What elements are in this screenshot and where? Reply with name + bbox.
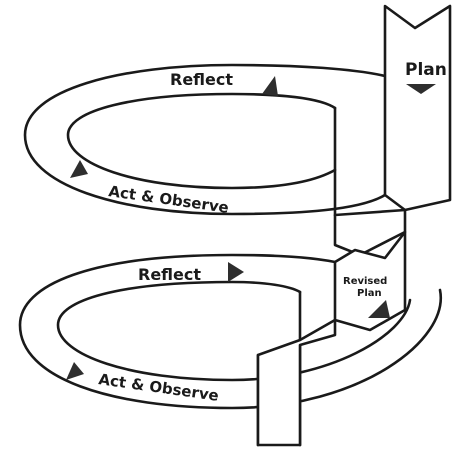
revised-plan-arrow	[258, 232, 405, 445]
revised-plan-label-line1: Revised	[343, 276, 387, 287]
act-observe-1-arrow-icon	[70, 160, 88, 178]
act-observe-2-arrow-icon	[66, 362, 84, 380]
reflect-1-arrow-icon	[262, 76, 278, 96]
plan-arrow	[335, 6, 450, 255]
reflect-2-arrow-icon	[228, 262, 244, 282]
reflect-2-label: Reflect	[138, 265, 201, 284]
plan-label: Plan	[405, 60, 447, 80]
reflect-1-label: Reflect	[170, 70, 233, 89]
revised-plan-label-line2: Plan	[357, 288, 382, 299]
